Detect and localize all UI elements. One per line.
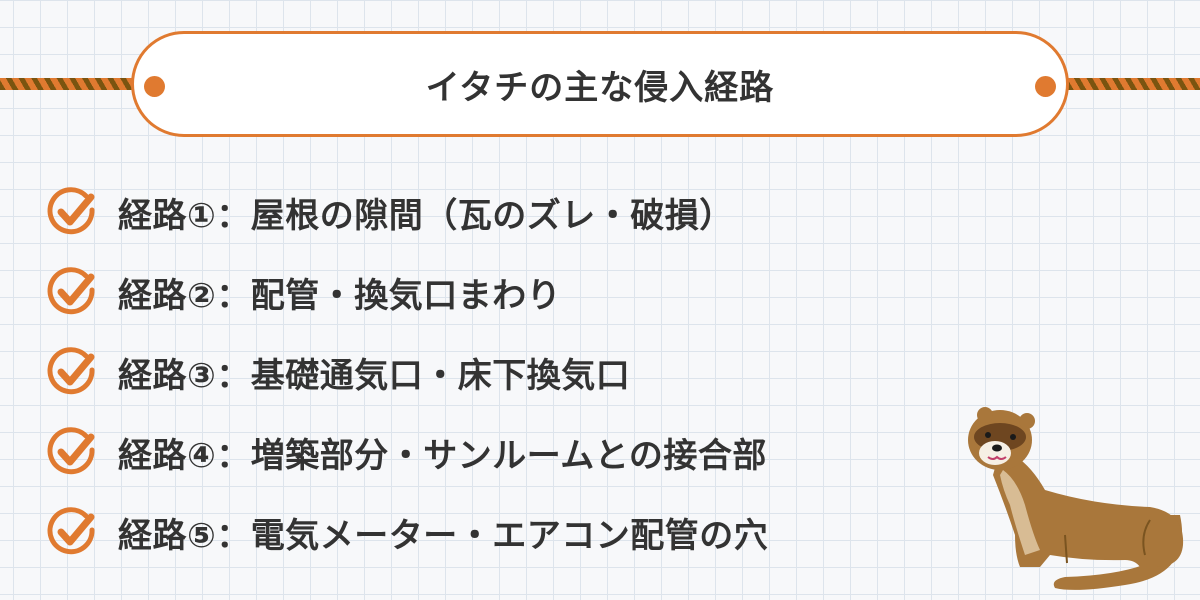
check-circle-icon [47, 347, 95, 395]
banner-dot-right [1035, 76, 1056, 97]
route-list: 経路①：屋根の隙間（瓦のズレ・破損） 経路②：配管・換気口まわり 経路③：基礎通… [46, 172, 768, 572]
route-label: 経路①：屋根の隙間（瓦のズレ・破損） [118, 195, 734, 236]
route-label: 経路②：配管・換気口まわり [118, 275, 562, 316]
list-item: 経路⑤：電気メーター・エアコン配管の穴 [46, 492, 768, 572]
route-label: 経路④：増築部分・サンルームとの接合部 [118, 435, 767, 476]
title-banner: イタチの主な侵入経路 [131, 31, 1069, 137]
weasel-illustration [968, 407, 1184, 590]
list-item: 経路①：屋根の隙間（瓦のズレ・破損） [46, 172, 768, 252]
check-circle-icon [47, 187, 95, 235]
list-item: 経路②：配管・換気口まわり [46, 252, 768, 332]
check-circle-icon [47, 267, 95, 315]
list-item: 経路③：基礎通気口・床下換気口 [46, 332, 768, 412]
route-label: 経路⑤：電気メーター・エアコン配管の穴 [118, 515, 769, 556]
check-circle-icon [47, 507, 95, 555]
route-label: 経路③：基礎通気口・床下換気口 [118, 355, 631, 396]
rope-decoration-left [0, 78, 135, 90]
list-item: 経路④：増築部分・サンルームとの接合部 [46, 412, 768, 492]
banner-dot-left [144, 76, 165, 97]
page-title: イタチの主な侵入経路 [425, 67, 775, 108]
rope-decoration-right [1068, 78, 1200, 90]
check-circle-icon [47, 427, 95, 475]
